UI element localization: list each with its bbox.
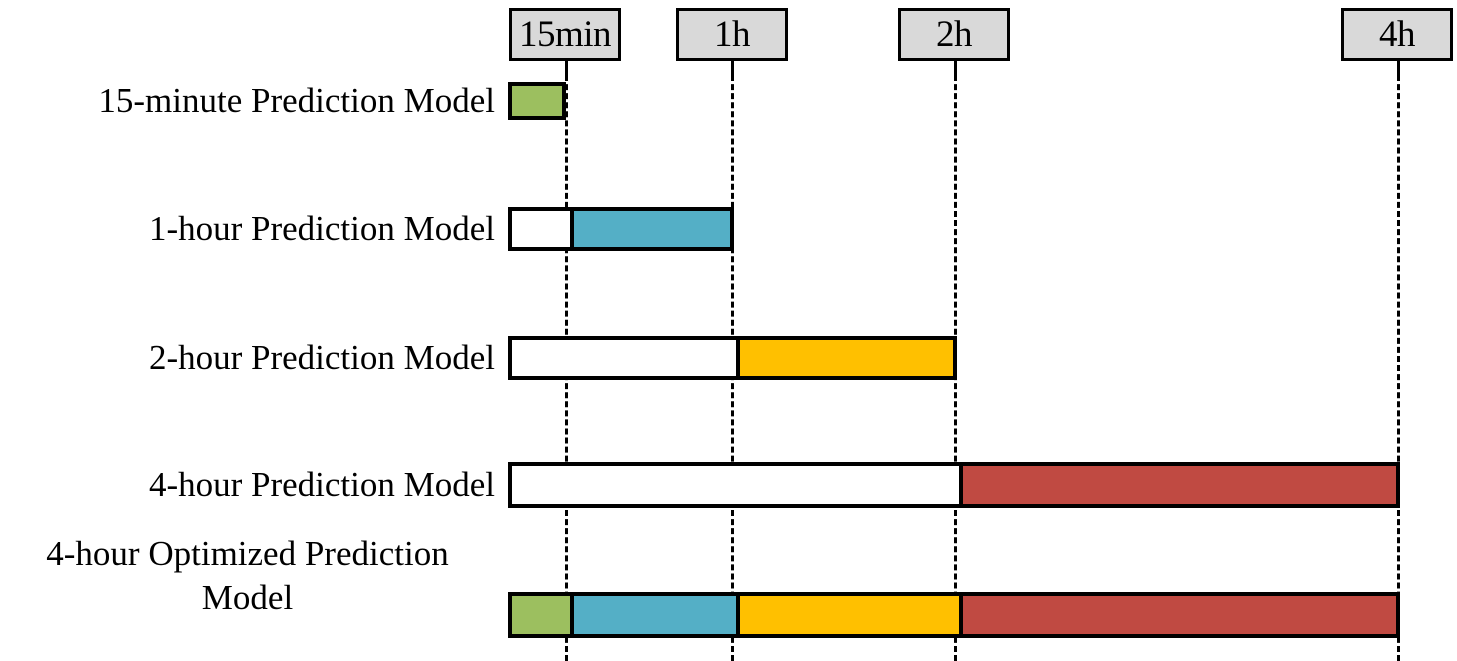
bar-segment-lead-white: [512, 466, 959, 504]
row-label-row-15min: 15-minute Prediction Model: [98, 81, 495, 120]
time-marker-label: 15min: [518, 14, 612, 55]
time-marker-label: 4h: [1379, 14, 1416, 55]
tick-connector-m1h: [731, 61, 734, 75]
tick-connector-m4h: [1397, 61, 1400, 75]
bar-segment-1h-blue: [570, 211, 730, 247]
time-marker-label: 2h: [936, 14, 973, 55]
bar-segment-lead-white: [512, 211, 570, 247]
bar-segment-2h-orange: [736, 596, 959, 634]
row-label-row-4hour: 4-hour Prediction Model: [148, 465, 495, 504]
row-label-row-4hour-optimized: 4-hour Optimized Prediction Model: [46, 534, 449, 617]
tick-connector-m2h: [954, 61, 957, 75]
time-marker-m15min: 15min: [509, 8, 621, 61]
bar-segment-15min-green: [512, 596, 570, 634]
bar-segment-4h-red: [959, 596, 1396, 634]
time-marker-m1h: 1h: [676, 8, 788, 61]
bar-segment-2h-orange: [736, 340, 953, 376]
guide-line-m4h: [1397, 75, 1400, 661]
bar-segment-1h-blue: [570, 596, 736, 634]
tick-connector-m15min: [565, 61, 568, 75]
time-marker-m2h: 2h: [898, 8, 1010, 61]
bar-row-15min: [508, 82, 566, 120]
bar-row-4hour: [508, 462, 1400, 508]
bar-row-4hour-optimized: [508, 592, 1400, 638]
bar-row-1hour: [508, 207, 734, 251]
bar-row-2hour: [508, 336, 957, 380]
bar-segment-15min-green: [512, 86, 562, 116]
time-marker-label: 1h: [714, 14, 751, 55]
row-label-row-1hour: 1-hour Prediction Model: [148, 209, 495, 248]
bar-segment-4h-red: [959, 466, 1396, 504]
bar-segment-lead-white: [512, 340, 736, 376]
row-label-row-2hour: 2-hour Prediction Model: [148, 338, 495, 377]
time-marker-m4h: 4h: [1341, 8, 1453, 61]
